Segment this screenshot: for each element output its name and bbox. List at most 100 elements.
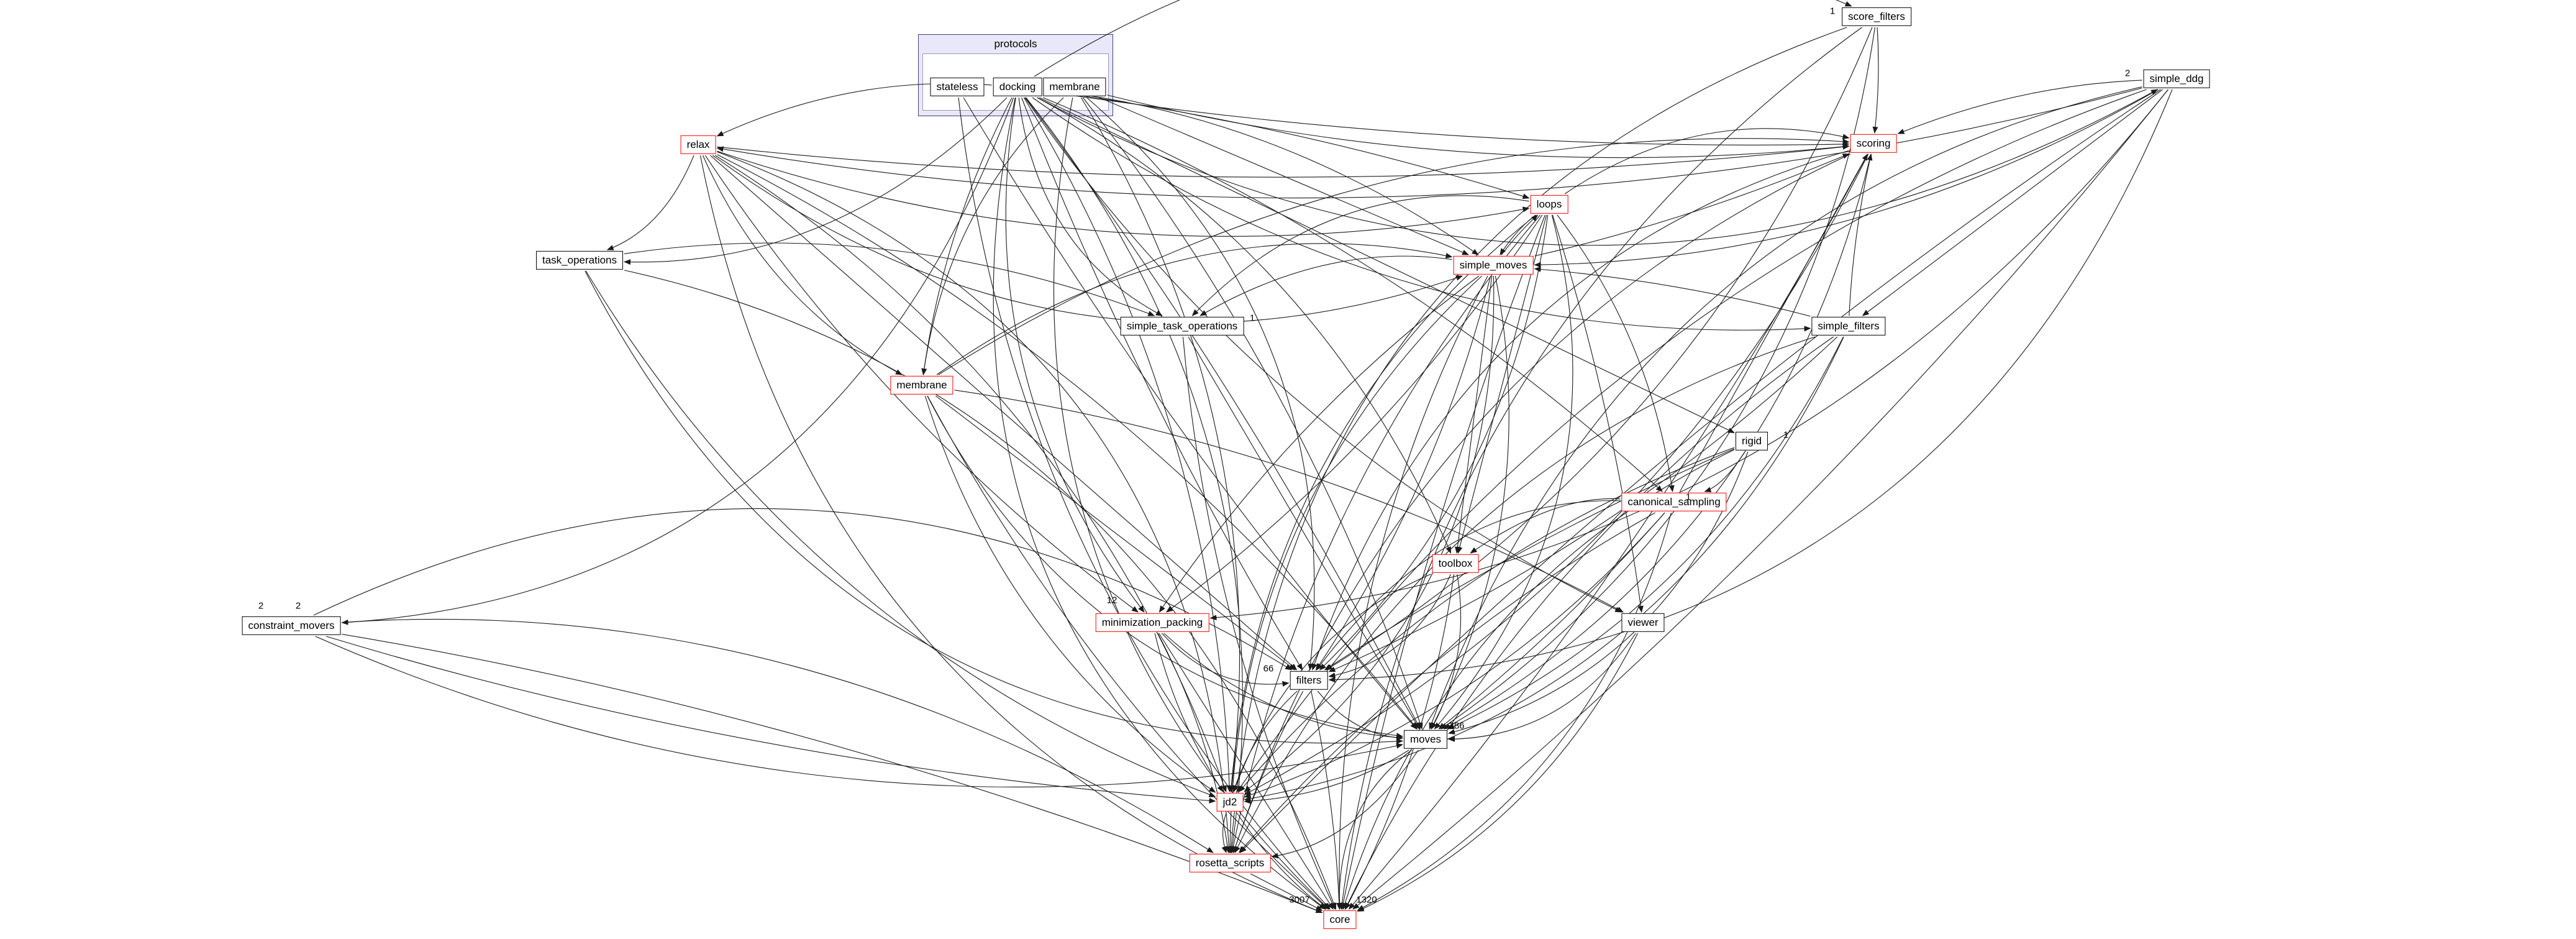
edge-filters-to-moves [1317, 690, 1403, 741]
node-stateless[interactable]: stateless [930, 77, 985, 97]
edge-stateless-to-core [958, 97, 1331, 910]
edge-moves-to-jd2 [1244, 749, 1409, 804]
edge-rigid-to-canonical_sampling [1704, 451, 1745, 493]
node-core[interactable]: core [1323, 910, 1357, 930]
edge-stateless-to-moves [963, 97, 1418, 730]
edge-jd2-to-core [1236, 812, 1327, 910]
edge-simple_moves-to-moves [1431, 275, 1509, 730]
edge-simple_task_operations-to-moves [1188, 336, 1420, 730]
edge-relax-to-moves [717, 154, 1418, 730]
edge-toolbox-to-filters [1328, 574, 1451, 679]
edge-score_filters-to-filters [1325, 27, 1873, 671]
edge-membrane-to-moves [927, 395, 1403, 739]
edge-loops-to-rosetta_scripts [1230, 214, 1541, 853]
edge-simple_filters-to-filters [1328, 336, 1838, 672]
edge-docking-to-simple_task_operations [1018, 97, 1163, 316]
edge-rigid-to-filters [1324, 448, 1735, 671]
node-membrane[interactable]: membrane [890, 375, 953, 395]
edge-membrane-to-viewer [954, 390, 1624, 613]
edge-relax-to-minimization_packing [704, 155, 1139, 613]
edge-constraint_movers-to-moves [315, 636, 1403, 788]
node-viewer[interactable]: viewer [1621, 613, 1665, 633]
node-jd2[interactable]: jd2 [1216, 792, 1244, 812]
edge-relax-to-core [699, 155, 1323, 914]
node-moves[interactable]: moves [1403, 730, 1448, 749]
edge-minimization_packing-to-core [1158, 633, 1334, 910]
node-constraint_movers[interactable]: constraint_movers [242, 616, 341, 636]
node-docking[interactable]: docking [993, 77, 1042, 97]
edge-docking-to-simple_moves [1043, 89, 1479, 255]
edge-count-label: 66 [1263, 663, 1274, 674]
edge-simple_moves-to-minimization_packing [1158, 275, 1480, 613]
edge-moves-to-core [1336, 749, 1412, 910]
edge-simple_filters-to-jd2 [1244, 336, 1844, 802]
edge-docking-to-moves [1025, 97, 1421, 730]
edge-moves-to-rosetta_scripts [1271, 749, 1419, 859]
node-task_operations[interactable]: task_operations [535, 250, 624, 270]
edge-relax-to-task_operations [606, 155, 694, 250]
edge-relax-to-jd2 [715, 155, 1227, 792]
edge-membrane-to-scoring [938, 138, 1850, 375]
node-score_filters[interactable]: score_filters [1842, 7, 1911, 27]
edge-simple_ddg-to-scoring [1897, 80, 2142, 134]
edge-canonical_sampling-to-moves [1438, 512, 1665, 730]
edge-constraint_movers-to-filters [313, 508, 1293, 671]
edge-relax-to-loops [717, 150, 1530, 237]
node-loops[interactable]: loops [1530, 195, 1568, 214]
edge-docking-to-membrane [921, 97, 1013, 375]
edge-score_filters-to-core [1339, 27, 1862, 910]
edge-simple_ddg-to-simple_filters [1862, 89, 2163, 316]
edge-loops-to-simple_task_operations [1191, 195, 1529, 316]
edge-count-label: 2 [258, 600, 264, 611]
edge-constraint_movers-to-core [342, 634, 1323, 914]
edge-simple_ddg-to-jd2 [1237, 89, 2147, 792]
edge-rigid-to-moves [1448, 451, 1749, 735]
edge-docking-to-loops [1043, 89, 1530, 199]
edge-canonical_sampling-to-core [1357, 512, 1672, 911]
edge-scoring-to-rosetta_scripts [1232, 153, 1851, 853]
edge-relax-to-membrane [702, 155, 903, 375]
node-simple_filters[interactable]: simple_filters [1811, 316, 1886, 336]
edge-relax-to-scoring [717, 144, 1850, 178]
edge-docking-to-rigid [1039, 97, 1735, 433]
edge-membrane_inner-to-membrane [921, 97, 1064, 375]
node-simple_task_operations[interactable]: simple_task_operations [1120, 316, 1244, 336]
edge-count-label: 2 [295, 600, 301, 611]
edge-scoring-to-core [1348, 153, 1868, 910]
edge-count-label: 1 [1685, 492, 1691, 503]
edge-simple_moves-to-rosetta_scripts [1227, 275, 1482, 853]
edge-docking-to-jd2 [1023, 97, 1232, 792]
edge-membrane_inner-to-scoring [1107, 94, 1850, 158]
edge-simple_moves-to-toolbox [1454, 275, 1493, 554]
edge-simple_filters-to-moves [1447, 336, 1844, 730]
edge-simple_ddg-to-core [1352, 89, 2169, 910]
node-filters[interactable]: filters [1290, 671, 1328, 690]
edge-simple_ddg-to-relax [716, 88, 2142, 199]
edge-docking-to-simple_filters [1032, 97, 1811, 332]
edge-docking-to-task_operations [624, 97, 1008, 265]
edge-docking-to-core [993, 97, 1326, 910]
edge-loops-to-toolbox [1457, 214, 1547, 554]
node-simple_moves[interactable]: simple_moves [1453, 255, 1534, 275]
edge-membrane-to-filters [935, 395, 1296, 671]
edge-task_operations-to-moves [585, 270, 1403, 744]
node-relax[interactable]: relax [680, 135, 716, 155]
edge-docking-to-constraint_movers [341, 97, 1014, 625]
node-canonical_sampling[interactable]: canonical_sampling [1621, 492, 1727, 512]
edge-count-label: 1320 [1356, 894, 1377, 905]
edge-docking-to-minimization_packing [1005, 97, 1145, 613]
protocols-cluster-label: protocols [994, 38, 1037, 50]
node-rosetta_scripts[interactable]: rosetta_scripts [1189, 853, 1271, 873]
edge-membrane-to-jd2 [924, 395, 1216, 793]
node-rigid[interactable]: rigid [1735, 431, 1768, 451]
node-membrane_inner[interactable]: membrane [1043, 77, 1106, 97]
edge-docking-to-toolbox [1037, 97, 1452, 554]
node-simple_ddg[interactable]: simple_ddg [2143, 69, 2210, 89]
node-scoring[interactable]: scoring [1850, 134, 1897, 153]
node-minimization_packing[interactable]: minimization_packing [1095, 613, 1209, 633]
edge-simple_ddg-to-minimization_packing [1209, 89, 2169, 621]
edge-scoring-to-jd2 [1244, 153, 1869, 795]
edge-count-label: 3007 [1289, 894, 1310, 905]
node-toolbox[interactable]: toolbox [1432, 554, 1479, 574]
